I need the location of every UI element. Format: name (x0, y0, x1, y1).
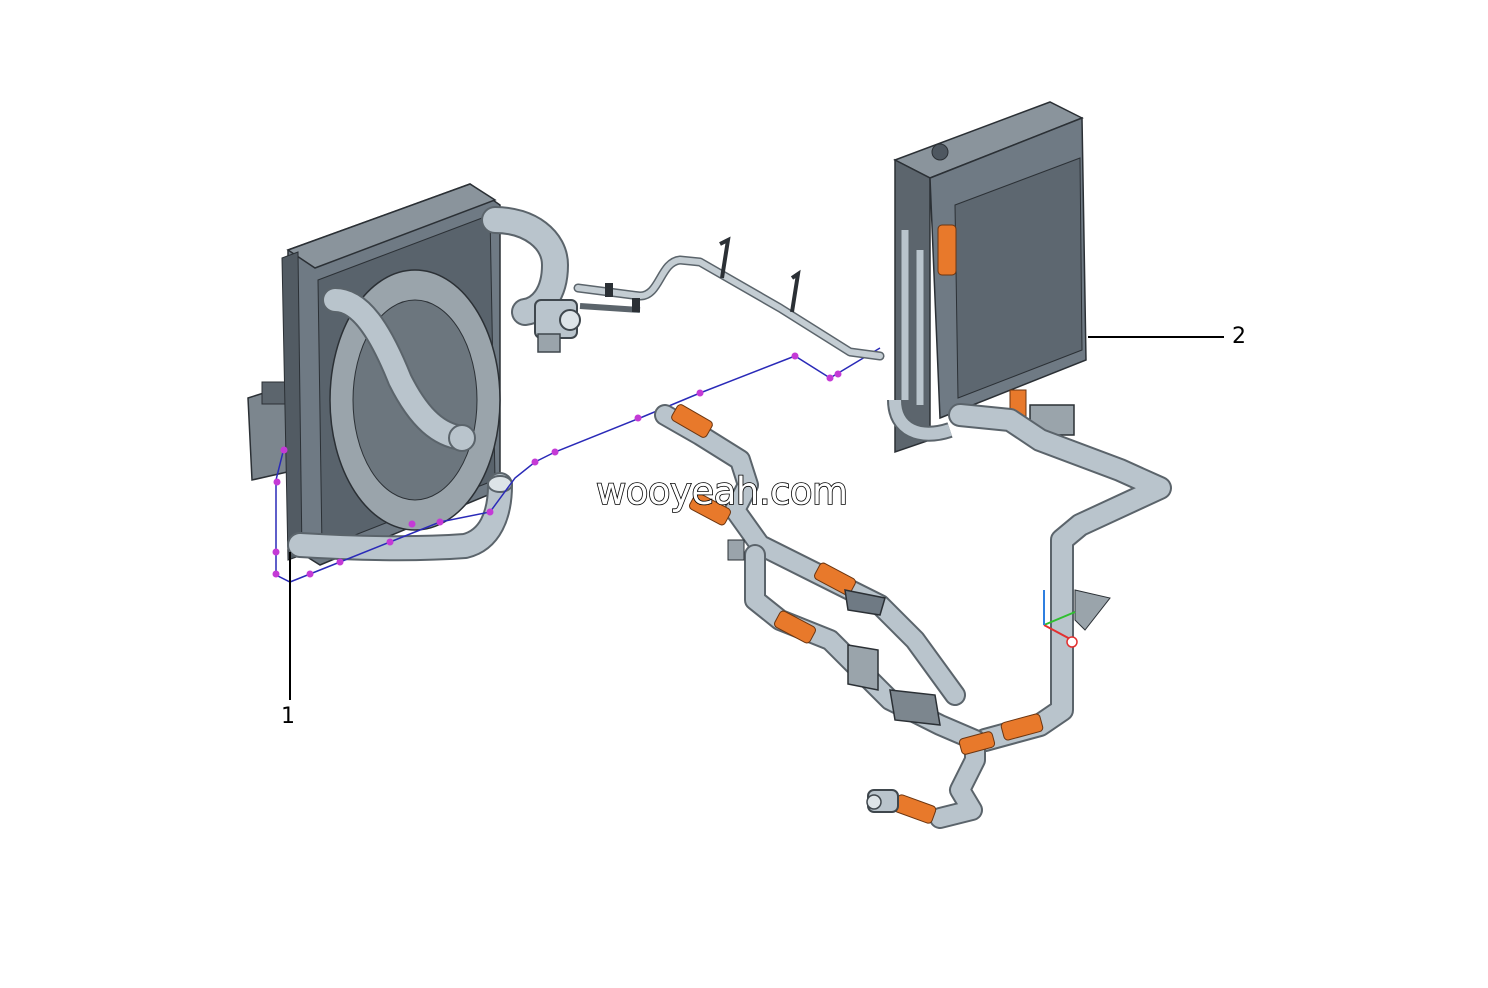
clamp-e (893, 794, 937, 824)
clamp-a (671, 404, 713, 438)
lower-right-clamp (1000, 713, 1044, 741)
center-bracket-1 (847, 644, 879, 691)
axis-triad (1043, 590, 1078, 648)
clamp-c (814, 562, 856, 596)
right-radiator-clamp (937, 224, 957, 276)
right-radiator-assembly (887, 101, 1087, 454)
clamp-b (689, 492, 731, 526)
harness-nodes (272, 352, 842, 578)
center-bracket-3 (844, 589, 886, 616)
right-outlet-pipe-run (948, 403, 1172, 752)
wire-harness (272, 347, 881, 583)
clamp-f (958, 731, 996, 755)
right-mount-bracket (1074, 589, 1111, 631)
left-radiator-assembly (247, 183, 581, 566)
leader-lines (289, 336, 1224, 700)
upper-connecting-tube (573, 236, 885, 361)
clamp-d (774, 610, 816, 644)
center-bracket-2 (889, 689, 941, 726)
callout-label-1: 1 (281, 704, 295, 729)
central-pipe-run (654, 404, 996, 829)
lower-end-fitting (866, 789, 899, 813)
callout-label-2: 2 (1232, 324, 1246, 349)
left-valve-block (534, 299, 581, 353)
watermark-text: wooyeah.com (595, 469, 849, 514)
left-radiator-top-frame (286, 183, 497, 269)
